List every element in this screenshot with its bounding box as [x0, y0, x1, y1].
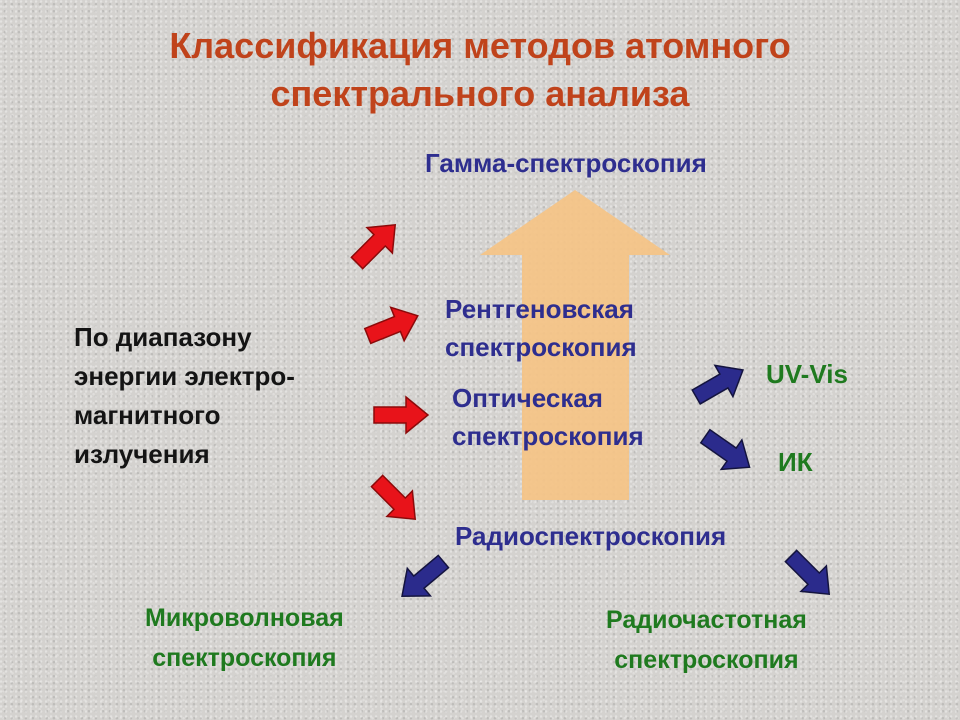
subtype-rf-line-1: Радиочастотная	[606, 606, 807, 634]
subtype-rf-line-2: спектроскопия	[614, 646, 799, 674]
subtype-uvvis: UV-Vis	[766, 359, 848, 389]
method-optical: Оптическая спектроскопия	[452, 379, 644, 455]
red-arrow-icon	[370, 474, 417, 521]
source-line-1: По диапазону	[74, 322, 252, 352]
red-arrow-icon	[363, 306, 419, 345]
red-arrow-icon	[350, 223, 397, 270]
blue-arrow-icon	[401, 554, 450, 598]
blue-arrow-icon	[784, 549, 831, 596]
source-label: По диапазону энергии электро- магнитного…	[74, 318, 295, 474]
subtype-microwave: Микроволновая спектроскопия	[145, 598, 344, 678]
subtype-ir: ИК	[778, 447, 813, 477]
method-gamma: Гамма-спектроскопия	[425, 148, 707, 178]
method-optical-line-2: спектроскопия	[452, 421, 644, 451]
red-arrow-icon	[373, 395, 430, 435]
title-line-2: спектрального анализа	[270, 73, 690, 114]
source-line-4: излучения	[74, 439, 210, 469]
method-optical-line-1: Оптическая	[452, 383, 603, 413]
big-up-arrow-icon	[480, 190, 670, 500]
method-xray-line-2: спектроскопия	[445, 332, 637, 362]
source-line-3: магнитного	[74, 400, 221, 430]
title-line-1: Классификация методов атомного	[169, 25, 791, 66]
method-radio: Радиоспектроскопия	[455, 521, 727, 551]
subtype-radiofrequency: Радиочастотная спектроскопия	[606, 600, 807, 680]
subtype-microwave-line-1: Микроволновая	[145, 604, 344, 632]
method-xray-line-1: Рентгеновская	[445, 294, 634, 324]
subtype-microwave-line-2: спектроскопия	[152, 644, 337, 672]
method-xray: Рентгеновская спектроскопия	[445, 290, 637, 366]
blue-arrow-icon	[691, 364, 745, 405]
blue-arrow-icon	[699, 428, 751, 471]
source-line-2: энергии электро-	[74, 361, 295, 391]
slide-title: Классификация методов атомного спектраль…	[0, 22, 960, 118]
